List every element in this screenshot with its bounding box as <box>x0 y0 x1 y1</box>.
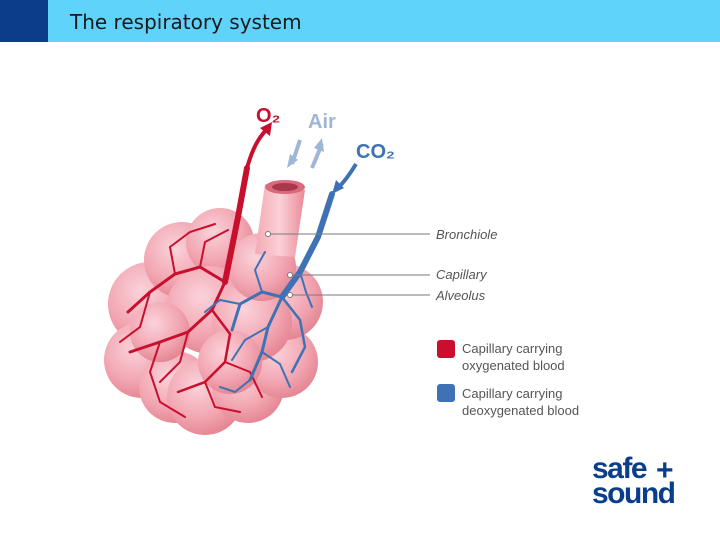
bronchiole-pointer <box>265 231 271 237</box>
capillary-pointer <box>287 272 293 278</box>
bronchiole-label: Bronchiole <box>436 227 497 242</box>
logo-word-sound: sound <box>592 477 676 510</box>
alveolus-label: Alveolus <box>435 288 486 303</box>
o2-arrow <box>245 122 272 169</box>
safe-sound-logo: safe + sound <box>592 452 702 510</box>
legend-oxygenated-line1: Capillary carrying <box>462 341 562 356</box>
legend-swatch-deoxygenated <box>437 384 455 402</box>
co2-label: CO₂ <box>356 141 395 163</box>
respiratory-diagram: O₂ Air CO₂ Bronchiole Capillary Alveolus… <box>104 105 579 435</box>
legend-oxygenated-line2: oxygenated blood <box>462 358 565 373</box>
air-label: Air <box>308 111 336 133</box>
deoxygenated-capillaries <box>204 191 335 394</box>
air-arrows <box>287 138 324 169</box>
alveolus-pointer <box>287 292 293 298</box>
oxygenated-capillaries <box>119 165 263 418</box>
capillary-label: Capillary <box>436 267 488 282</box>
co2-arrow <box>332 162 358 194</box>
legend-deoxygenated-line1: Capillary carrying <box>462 386 562 401</box>
legend: Capillary carrying oxygenated blood Capi… <box>437 340 579 418</box>
bronchiole-tube <box>255 180 305 257</box>
o2-label: O₂ <box>256 105 280 127</box>
page-title: The respiratory system <box>70 10 302 34</box>
header-accent-block <box>0 0 48 42</box>
logo-plus-icon: + <box>656 454 674 487</box>
logo-word-safe: safe <box>592 452 648 485</box>
legend-deoxygenated-line2: deoxygenated blood <box>462 403 579 418</box>
header-bar: The respiratory system <box>0 0 720 42</box>
legend-swatch-oxygenated <box>437 340 455 358</box>
leader-lines <box>268 233 430 296</box>
